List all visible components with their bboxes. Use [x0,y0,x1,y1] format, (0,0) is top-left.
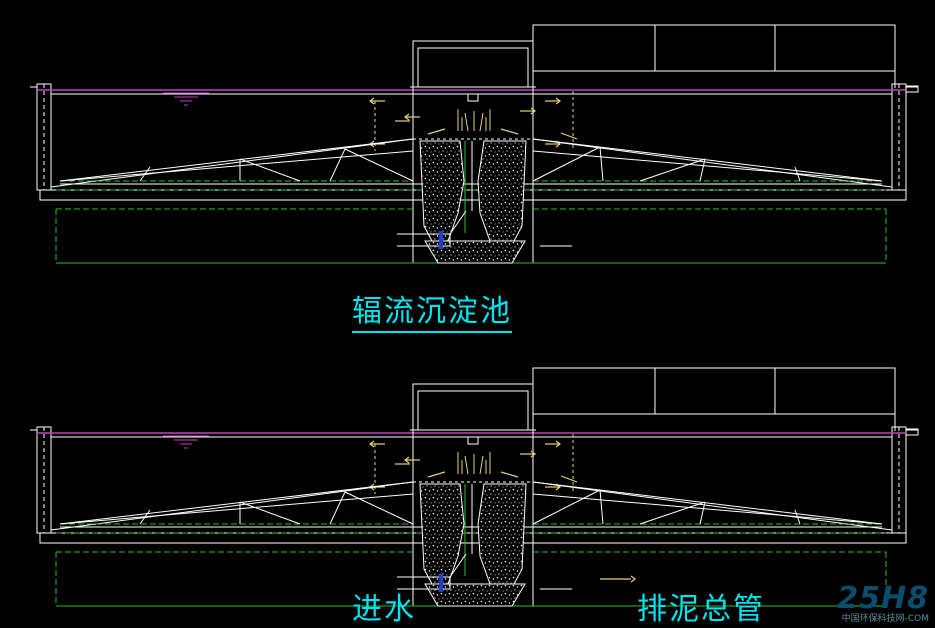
clarifier-section-upper [29,24,919,264]
sludge-pipe-label: 排泥总管 [637,592,765,627]
watermark-site: 中国环保科技网-COM [841,614,929,624]
watermark-logo: 25H8 [837,581,929,616]
inlet-label: 进水 [352,592,416,627]
diagram-title: 辐流沉淀池 [352,286,512,333]
watermark: 25H8 中国环保科技网-COM [837,581,929,625]
sludge-outlet-arrow [600,575,636,583]
clarifier-section-lower [29,367,919,607]
